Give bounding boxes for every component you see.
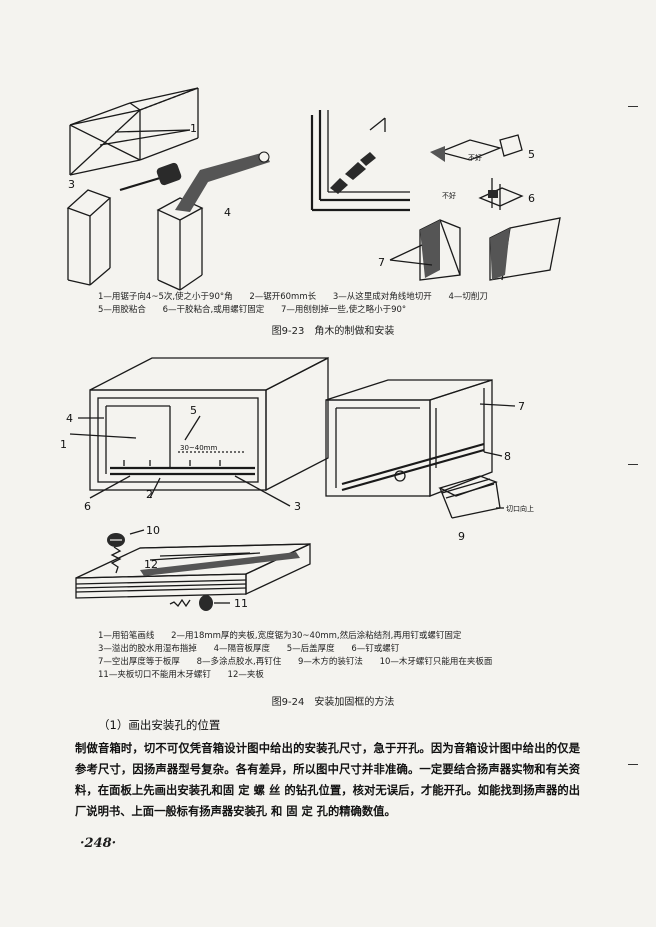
fig923-caption-item: 2—锯开60mm长 (249, 292, 317, 302)
fig924-label-12: 12 (144, 558, 158, 571)
fig924-caption-item: 5—后盖厚度 (286, 644, 335, 654)
fig924-caption-item: 7—空出厚度等于板厚 (98, 657, 180, 667)
figure-9-23-drawing: 1 3 (40, 70, 620, 295)
fig924-caption-item: 2—用18mm厚的夹板,宽度锯为30~40mm,然后涂粘结剂,再用钉或螺钉固定 (171, 631, 462, 641)
fig924-label-6: 6 (84, 500, 91, 513)
fig923-label-1: 1 (190, 122, 197, 135)
fig923-label-5: 5 (528, 148, 535, 161)
fig923-caption: 1—用锯子向4~5次,使之小于90°角 2—锯开60mm长 3—从这里成对角线地… (98, 291, 578, 317)
fig923-label-3: 3 (68, 178, 75, 191)
fig924-title: 图9-24 安装加固框的方法 (0, 693, 656, 708)
fig923-wrong-label-b: 不好 (442, 191, 456, 200)
fig923-label-4: 4 (224, 206, 231, 219)
wood-screw-top-icon (107, 533, 125, 574)
fig923-wrong-label-a: 不好 (468, 153, 482, 162)
fig924-label-4: 4 (66, 412, 73, 425)
fig923-label-6: 6 (528, 192, 535, 205)
fig923-caption-item: 3—从这里成对角线地切开 (332, 292, 432, 302)
fig923-caption-item: 7—用刨刨掉一些,使之略小于90° (280, 305, 407, 315)
planed-corner-illustration (389, 217, 561, 281)
fig924-label-2: 2 (146, 488, 153, 501)
figure-9-24-drawing: 4 1 5 30~40mm 2 6 3 (60, 348, 560, 618)
fig923-caption-item: 4—切削刀 (448, 292, 488, 302)
margin-mark (628, 464, 638, 465)
fig923-label-7: 7 (378, 256, 385, 269)
fig924-label-8: 8 (504, 450, 511, 463)
fig924-caption-item: 12—夹板 (227, 670, 264, 680)
fig924-caption-item: 9—木方的装钉法 (297, 657, 363, 667)
plywood-strip-illustration (75, 542, 311, 599)
mallet-illustration (119, 162, 182, 192)
margin-mark (628, 764, 638, 765)
fig923-caption-item: 5—用胶粘合 (98, 305, 146, 315)
fig924-number: 图9-24 (271, 697, 305, 708)
margin-mark (628, 106, 638, 107)
fig924-title-text: 安装加固框的方法 (314, 697, 395, 708)
wrong-example-6 (478, 178, 524, 210)
corner-block-illustration (66, 189, 112, 286)
wood-block-cut-illustration (69, 87, 199, 176)
fig924-caption-item: 8—多涂点胶水,再钉住 (196, 657, 282, 667)
speaker-box-front-view (69, 356, 329, 507)
fig924-caption-item: 11—夹板切口不能用木牙螺钉 (98, 670, 211, 680)
fig924-caption-item: 3—溢出的胶水用湿布揩掉 (98, 644, 197, 654)
page-number: ·248· (80, 836, 117, 851)
fig924-label-11: 11 (234, 597, 248, 610)
wrong-example-5 (430, 134, 523, 162)
chisel-block-illustration (156, 151, 270, 291)
fig924-caption: 1—用铅笔画线 2—用18mm厚的夹板,宽度锯为30~40mm,然后涂粘结剂,再… (98, 630, 578, 682)
fig924-caption-item: 10—木牙螺钉只能用在夹板面 (379, 657, 493, 667)
fig924-caption-item: 1—用铅笔画线 (98, 631, 155, 641)
fig924-label-5: 5 (190, 404, 197, 417)
fig923-number: 图9-23 (271, 326, 305, 337)
fig923-caption-item: 1—用锯子向4~5次,使之小于90°角 (98, 292, 233, 302)
fig924-caption-item: 4—隔音板厚度 (213, 644, 271, 654)
fig924-caption-item: 6—钉或螺钉 (351, 644, 400, 654)
fig924-label-1: 1 (60, 438, 67, 451)
fig924-cut-note: 切口向上 (506, 504, 534, 513)
fig923-title-text: 角木的制做和安装 (314, 326, 395, 337)
fig923-title: 图9-23 角木的制做和安装 (0, 322, 656, 337)
fig924-label-7: 7 (518, 400, 525, 413)
body-paragraph: 制做音箱时，切不可仅凭音箱设计图中给出的安装孔尺寸，急于开孔。因为音箱设计图中给… (75, 742, 580, 818)
speaker-box-back-view (325, 379, 516, 519)
section-heading: （1）画出安装孔的位置 (98, 718, 221, 732)
frame-corner-illustration (310, 110, 410, 212)
fig924-label-10: 10 (146, 524, 160, 537)
fig923-caption-item: 6—干胶粘合,或用螺钉固定 (162, 305, 265, 315)
wood-screw-side-icon (169, 595, 230, 611)
fig924-dimension: 30~40mm (180, 444, 217, 452)
fig924-label-9: 9 (458, 530, 465, 543)
fig924-label-3: 3 (294, 500, 301, 513)
